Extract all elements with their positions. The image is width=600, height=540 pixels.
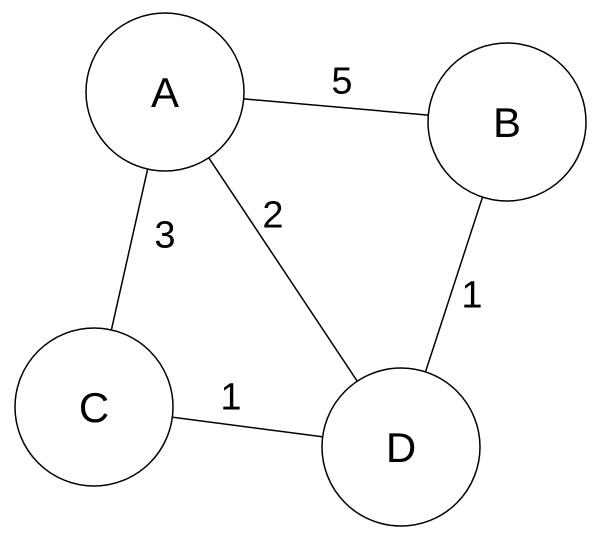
edge-weight-A-C: 3 xyxy=(154,215,175,257)
node-A xyxy=(85,12,245,172)
node-label-A: A xyxy=(151,69,179,116)
node-label-C: C xyxy=(79,384,109,431)
edge-weight-A-B: 5 xyxy=(331,61,352,103)
node-C xyxy=(14,327,174,487)
node-B xyxy=(427,42,587,202)
edge-weight-B-D: 1 xyxy=(461,275,482,317)
edge-weight-C-D: 1 xyxy=(220,377,241,419)
node-label-D: D xyxy=(386,424,416,471)
node-D xyxy=(321,367,481,527)
node-label-B: B xyxy=(493,99,521,146)
edge-weight-A-D: 2 xyxy=(262,195,283,237)
